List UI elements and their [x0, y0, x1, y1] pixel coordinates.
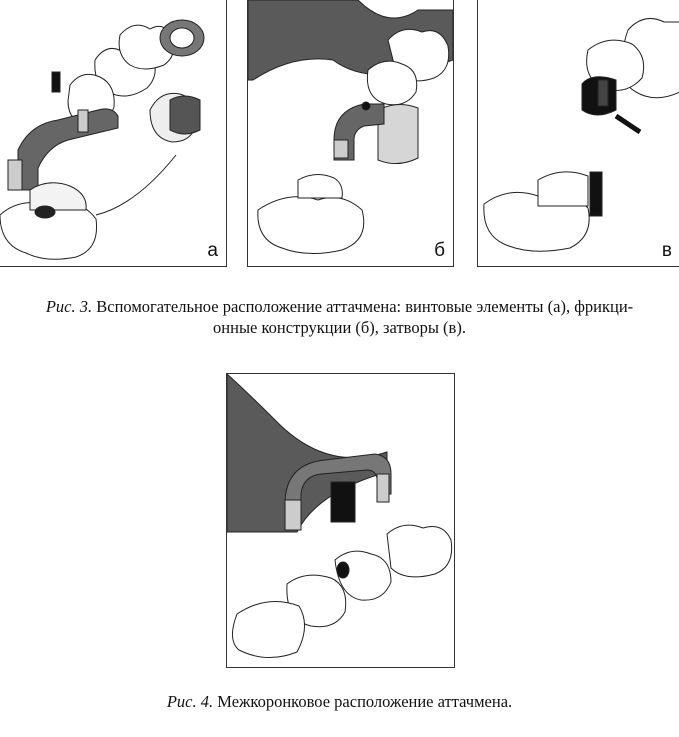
figure3-caption-label: Рис. 3.: [45, 297, 93, 316]
figure3-caption-line1: Рис. 3. Вспомогательное расположение атт…: [0, 296, 679, 317]
panel-label-a: а: [207, 240, 218, 261]
figure4-caption-label: Рис. 4.: [166, 692, 214, 711]
panel-label-c: в: [661, 240, 672, 261]
figure4-caption-text: Межкоронковое расположение аттачмена.: [213, 692, 513, 711]
figure3-caption-line2: онные конструкции (б), затворы (в).: [213, 318, 466, 337]
friction-attachment-illustration: [248, 0, 453, 254]
figure3-caption: Рис. 3. Вспомогательное расположение атт…: [0, 296, 679, 338]
figure3-panel-c: в: [477, 0, 679, 267]
figure4-panel: [226, 373, 455, 668]
panel-label-b: б: [434, 240, 445, 261]
figure4-caption: Рис. 4. Межкоронковое расположение аттач…: [0, 691, 679, 712]
figure3-panel-b: б: [247, 0, 454, 267]
figure3-panel-a: а: [0, 0, 227, 267]
latch-attachment-illustration: [483, 17, 679, 252]
figure3-caption-text1: Вспомогательное расположение аттачмена: …: [92, 297, 634, 316]
intercoronal-attachment-illustration: [227, 374, 453, 658]
screw-attachment-illustration: [0, 19, 205, 260]
